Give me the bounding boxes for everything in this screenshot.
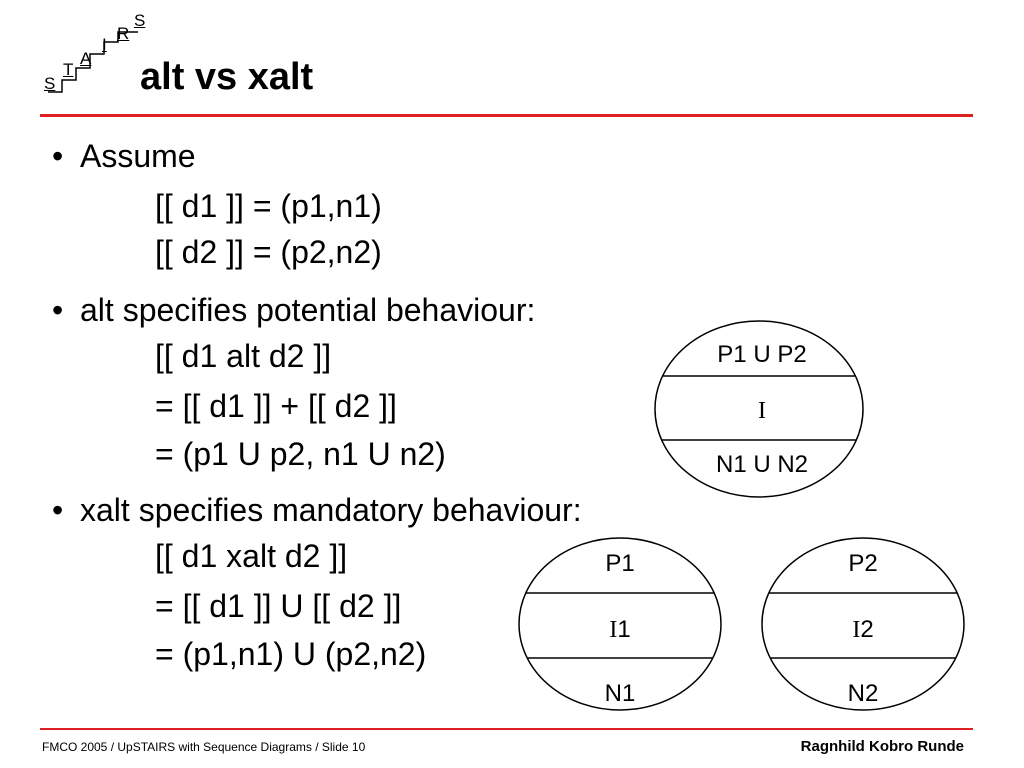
footer-slide-info: FMCO 2005 / UpSTAIRS with Sequence Diagr…	[42, 740, 366, 754]
logo-letter-s1: S	[44, 74, 56, 93]
xalt-right-top-label: P2	[848, 550, 877, 577]
bullet-head: alt specifies potential behaviour:	[80, 292, 536, 328]
alt-ellipse-outline	[654, 320, 864, 498]
logo-letter-i: I	[102, 35, 107, 54]
bullet-head: Assume	[80, 138, 196, 174]
logo-letter-t: T	[63, 60, 74, 79]
bullet-line: = (p1 U p2, n1 U n2)	[155, 436, 446, 472]
footer-author: Ragnhild Kobro Runde	[800, 738, 964, 755]
bullet-head: xalt specifies mandatory behaviour:	[80, 492, 582, 528]
logo-letter-r: R	[117, 24, 130, 43]
slide-title: alt vs xalt	[140, 56, 314, 98]
xalt-left-bottom-label: N1	[605, 680, 636, 707]
alt-bottom-label: N1 U N2	[716, 451, 808, 478]
alt-middle-label: I	[758, 398, 766, 424]
xalt-left-ellipse-diagram: P1 I1 N1	[518, 537, 722, 711]
xalt-left-ellipse-outline	[518, 537, 722, 711]
xalt-right-ellipse-diagram: P2 I2 N2	[761, 537, 965, 711]
xalt-right-ellipse-outline	[761, 537, 965, 711]
bullet-dot: •	[52, 138, 64, 174]
bullet-line: = (p1,n1) U (p2,n2)	[155, 636, 427, 672]
title-divider	[40, 114, 973, 117]
bullet-line: = [[ d1 ]] U [[ d2 ]]	[155, 588, 402, 624]
bullet-line: [[ d1 alt d2 ]]	[155, 338, 332, 374]
bullet-dot: •	[52, 492, 64, 528]
xalt-left-middle-label: I1	[609, 616, 630, 643]
bullet-dot: •	[52, 292, 64, 328]
xalt-left-top-label: P1	[605, 550, 634, 577]
logo-letter-s2: S	[134, 11, 146, 30]
stairs-logo-steps	[48, 31, 138, 93]
alt-top-label: P1 U P2	[717, 341, 806, 368]
xalt-right-middle-label: I2	[852, 616, 873, 643]
xalt-right-bottom-label: N2	[848, 680, 879, 707]
footer-divider	[40, 728, 973, 730]
alt-ellipse-diagram: P1 U P2 I N1 U N2	[654, 320, 864, 498]
bullet-line: = [[ d1 ]] + [[ d2 ]]	[155, 388, 397, 424]
bullet-line: [[ d1 xalt d2 ]]	[155, 538, 348, 574]
bullet-line: [[ d2 ]] = (p2,n2)	[155, 234, 382, 270]
bullet-line: [[ d1 ]] = (p1,n1)	[155, 188, 382, 224]
logo-letter-a: A	[80, 49, 92, 68]
